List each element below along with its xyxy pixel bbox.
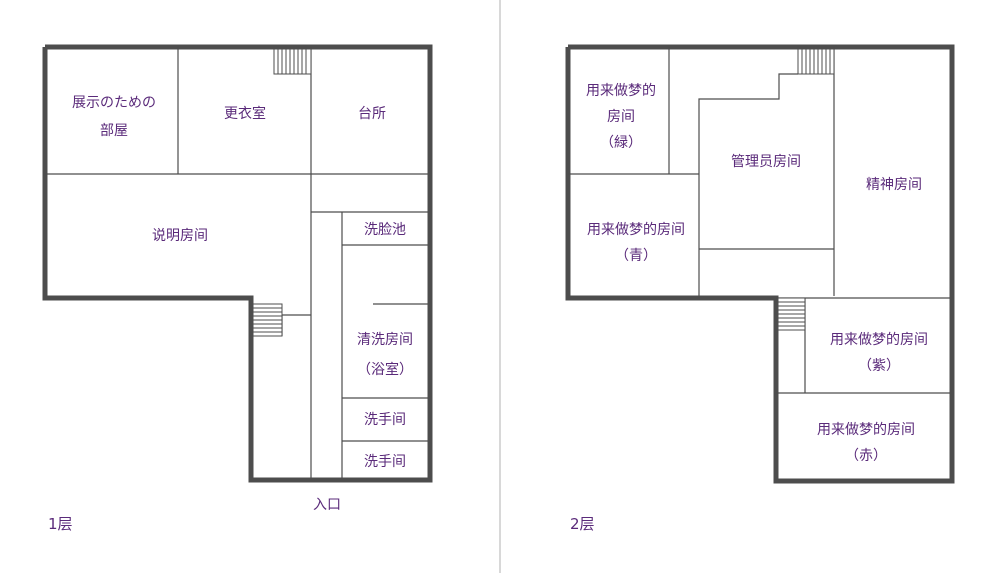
room-purple-label: （紫） — [858, 358, 900, 374]
floor2-stairs-top — [797, 48, 835, 75]
floor2-plan: 用来做梦的 房间 （緑） 管理员房间 精神房间 用来做梦的房间 （青） 用来做梦… — [565, 44, 955, 533]
room-blue-label: （青） — [615, 248, 657, 264]
room-spirit-label: 精神房间 — [866, 177, 922, 193]
floor1-stairs-left — [252, 303, 283, 337]
room-blue-label: 用来做梦的房间 — [587, 222, 685, 238]
room-washbasin-label: 洗脸池 — [364, 222, 406, 238]
room-purple-label: 用来做梦的房间 — [830, 332, 928, 348]
room-green-label: 房间 — [607, 109, 635, 125]
room-bath-label: 清洗房间 — [357, 332, 413, 348]
floor2-wall — [698, 73, 798, 296]
room-explanation-label: 说明房间 — [152, 228, 208, 244]
room-changing-label: 更衣室 — [224, 105, 266, 122]
floor1-stairs-top — [273, 48, 312, 75]
floor1-plan: 展示のための 部屋 更衣室 台所 说明房间 洗脸池 清洗房间 （浴室） 洗手间 … — [42, 44, 433, 533]
floor1-title: 1层 — [48, 515, 73, 533]
room-green-label: 用来做梦的 — [586, 83, 656, 99]
room-red-label: 用来做梦的房间 — [817, 422, 915, 438]
floor1-outer-wall — [42, 44, 433, 483]
room-toilet-label: 洗手间 — [364, 454, 406, 470]
room-exhibit-label: 展示のための — [72, 95, 156, 111]
floor2-title: 2层 — [570, 515, 595, 533]
room-toilet-label: 洗手间 — [364, 412, 406, 428]
entrance-label: 入口 — [313, 497, 341, 513]
room-exhibit-label: 部屋 — [100, 123, 128, 139]
floor2-outer-wall — [565, 44, 955, 484]
room-bath-label: （浴室） — [357, 361, 413, 378]
room-red-label: （赤） — [845, 448, 887, 464]
room-green-label: （緑） — [600, 135, 642, 151]
room-kitchen-label: 台所 — [358, 106, 386, 122]
floor2-stairs-left — [777, 297, 806, 331]
room-manager-label: 管理员房间 — [731, 154, 801, 170]
